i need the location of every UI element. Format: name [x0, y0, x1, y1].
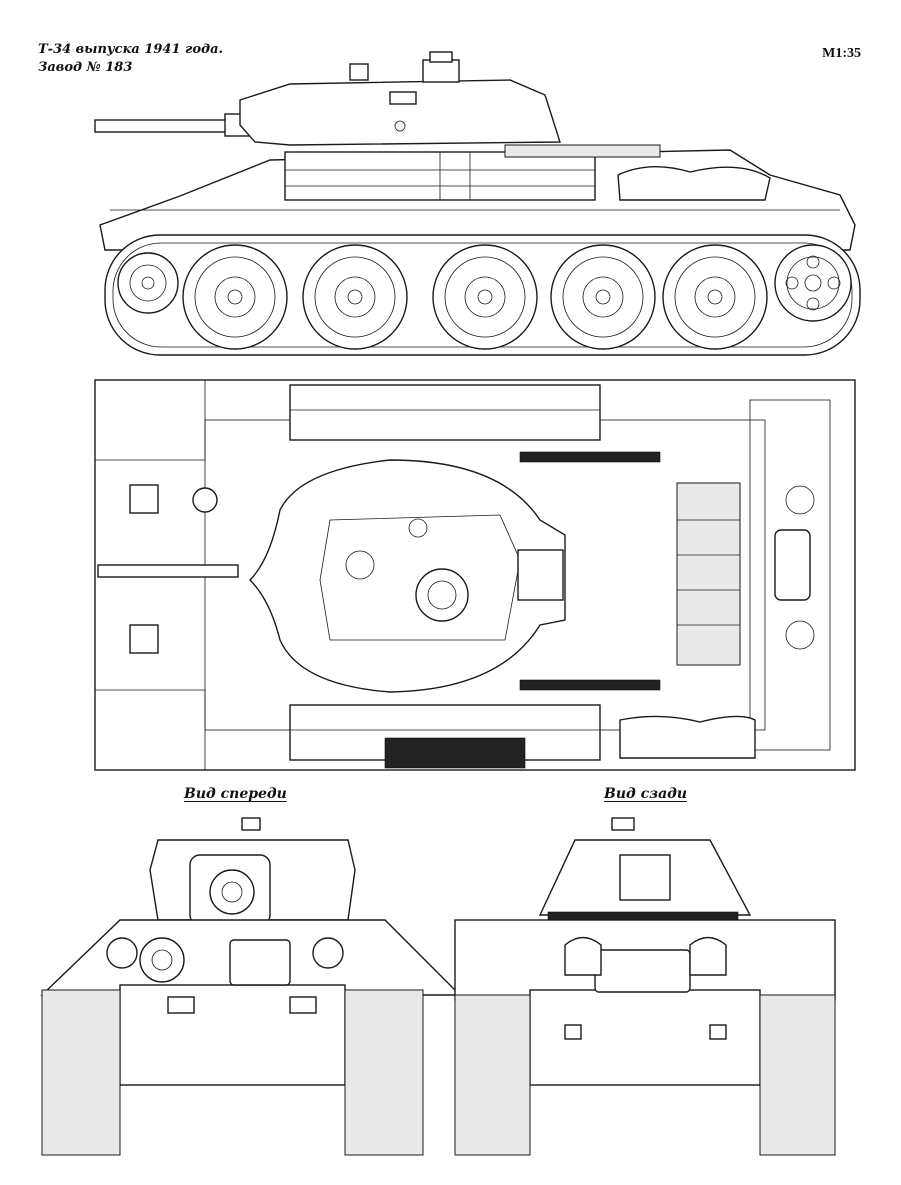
factory-label: Завод № 183: [38, 60, 133, 75]
front-view-turret: [149, 817, 356, 926]
rear-view-tracks: [454, 994, 836, 1156]
rear-view-caption: Вид сзади: [604, 786, 688, 802]
side-view-hull: [99, 144, 856, 251]
rear-view-hull: [454, 919, 836, 1086]
side-view-wheels: [117, 244, 852, 350]
drawing-title: Т-34 выпуска 1941 года.: [38, 42, 224, 57]
idler-wheel: [117, 252, 179, 314]
engine-grille: [676, 482, 741, 666]
top-view-turret: [97, 459, 566, 693]
top-view-hatches: [129, 484, 815, 654]
road-wheel-5: [662, 244, 768, 350]
road-wheel-2: [302, 244, 408, 350]
front-view-caption: Вид спереди: [184, 786, 287, 802]
road-wheel-3: [432, 244, 538, 350]
front-view-hull: [40, 919, 462, 1086]
drive-sprocket: [774, 244, 852, 322]
rear-view-turret: [538, 817, 752, 921]
side-view-turret: [94, 51, 561, 146]
road-wheel-1: [182, 244, 288, 350]
scale-label: M1:35: [822, 46, 861, 61]
front-view-tracks: [41, 989, 424, 1156]
road-wheel-4: [550, 244, 656, 350]
